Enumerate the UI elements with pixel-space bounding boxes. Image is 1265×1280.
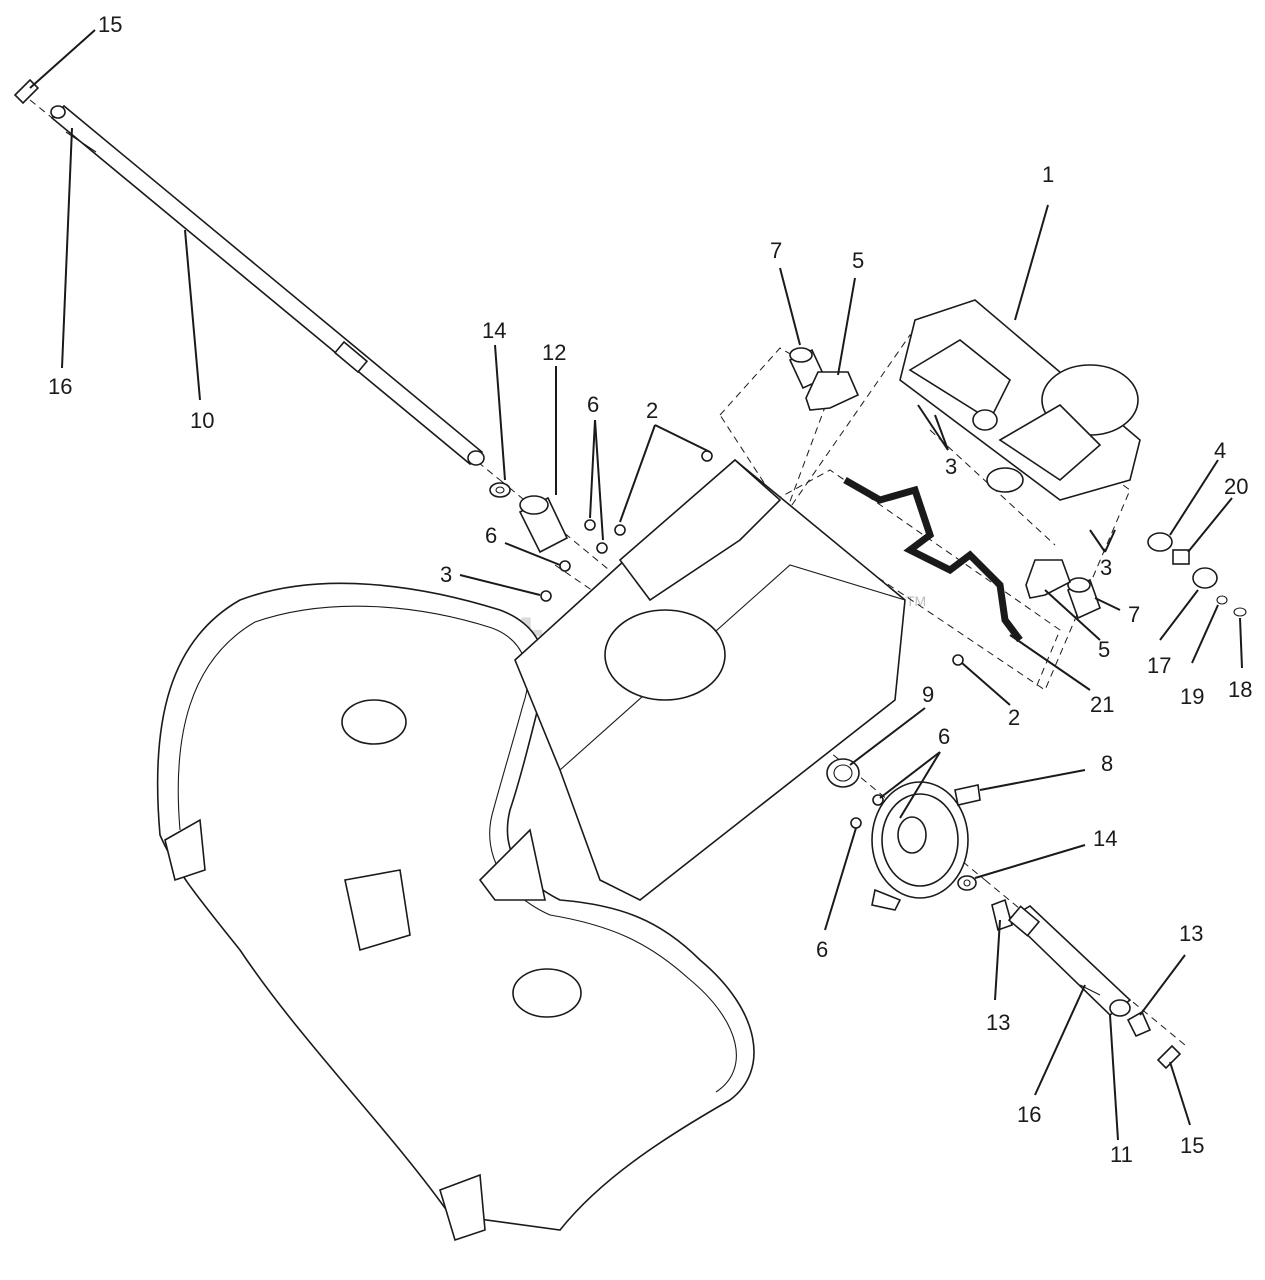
callout-label: 3 bbox=[945, 454, 957, 479]
callout-label: 8 bbox=[1101, 751, 1113, 776]
callout-label: 12 bbox=[542, 340, 566, 365]
pulley-part-8 bbox=[871, 781, 981, 911]
bearing-part-7-right bbox=[1066, 577, 1102, 620]
callout-label: 1 bbox=[1042, 162, 1054, 187]
callout-label: 4 bbox=[1214, 438, 1226, 463]
auger-frame bbox=[514, 458, 906, 901]
washer-part-14-bottom bbox=[957, 875, 977, 891]
bushing-part-12 bbox=[518, 495, 569, 554]
washer-part-19 bbox=[1216, 595, 1228, 605]
callout-label: 3 bbox=[1100, 555, 1112, 580]
callout-label: 14 bbox=[482, 318, 506, 343]
callout-label: 19 bbox=[1180, 684, 1204, 709]
auger-housing bbox=[156, 582, 755, 1242]
callout-label: 6 bbox=[816, 937, 828, 962]
callout-label: 7 bbox=[770, 238, 782, 263]
callout-label: 11 bbox=[1110, 1142, 1133, 1167]
callout-label: 6 bbox=[938, 724, 950, 749]
gearbox-part-1 bbox=[899, 299, 1141, 501]
washer-part-14-top bbox=[489, 482, 511, 498]
spacer-part-20 bbox=[1172, 549, 1190, 565]
callout-label: 15 bbox=[98, 12, 122, 37]
callout-label: 20 bbox=[1224, 474, 1248, 499]
callout-label: 10 bbox=[190, 408, 214, 433]
bushing-part-13-left bbox=[991, 898, 1013, 932]
bracket-part-5-top bbox=[805, 371, 860, 411]
callout-label: 15 bbox=[1180, 1133, 1204, 1158]
callout-label: 18 bbox=[1228, 677, 1252, 702]
wire-part-21 bbox=[843, 476, 1023, 643]
clip-part-15-bottom bbox=[1156, 1044, 1182, 1070]
bearing-part-4 bbox=[1147, 532, 1173, 552]
ring-part-9 bbox=[826, 758, 860, 788]
ring-part-18 bbox=[1233, 607, 1247, 617]
callout-label: 21 bbox=[1090, 692, 1114, 717]
callout-label: 13 bbox=[1179, 921, 1203, 946]
callout-label: 5 bbox=[1098, 637, 1110, 662]
watermark-trademark: TM bbox=[906, 593, 926, 609]
callout-label: 13 bbox=[986, 1010, 1010, 1035]
nut-part-17 bbox=[1192, 567, 1218, 589]
callout-label: 7 bbox=[1128, 602, 1140, 627]
callout-label: 16 bbox=[48, 374, 72, 399]
callout-label: 16 bbox=[1017, 1102, 1041, 1127]
shaft-part-10 bbox=[50, 104, 485, 466]
callout-label: 2 bbox=[646, 398, 658, 423]
callout-label: 3 bbox=[440, 562, 452, 587]
callout-label: 9 bbox=[922, 682, 934, 707]
callout-labels: 15 16 10 14 12 6 2 6 3 7 5 1 3 4 20 3 7 … bbox=[48, 12, 1252, 1167]
bushing-part-13-right bbox=[1126, 1010, 1152, 1038]
callout-label: 6 bbox=[587, 392, 599, 417]
callout-label: 14 bbox=[1093, 826, 1117, 851]
shaft-part-11 bbox=[1007, 905, 1132, 1017]
right-side-hardware bbox=[1147, 532, 1247, 617]
callout-label: 5 bbox=[852, 248, 864, 273]
bracket-part-5-right bbox=[1025, 559, 1071, 599]
callout-label: 6 bbox=[485, 523, 497, 548]
callout-label: 2 bbox=[1008, 705, 1020, 730]
callout-label: 17 bbox=[1147, 653, 1171, 678]
leader-lines bbox=[29, 29, 1243, 1141]
